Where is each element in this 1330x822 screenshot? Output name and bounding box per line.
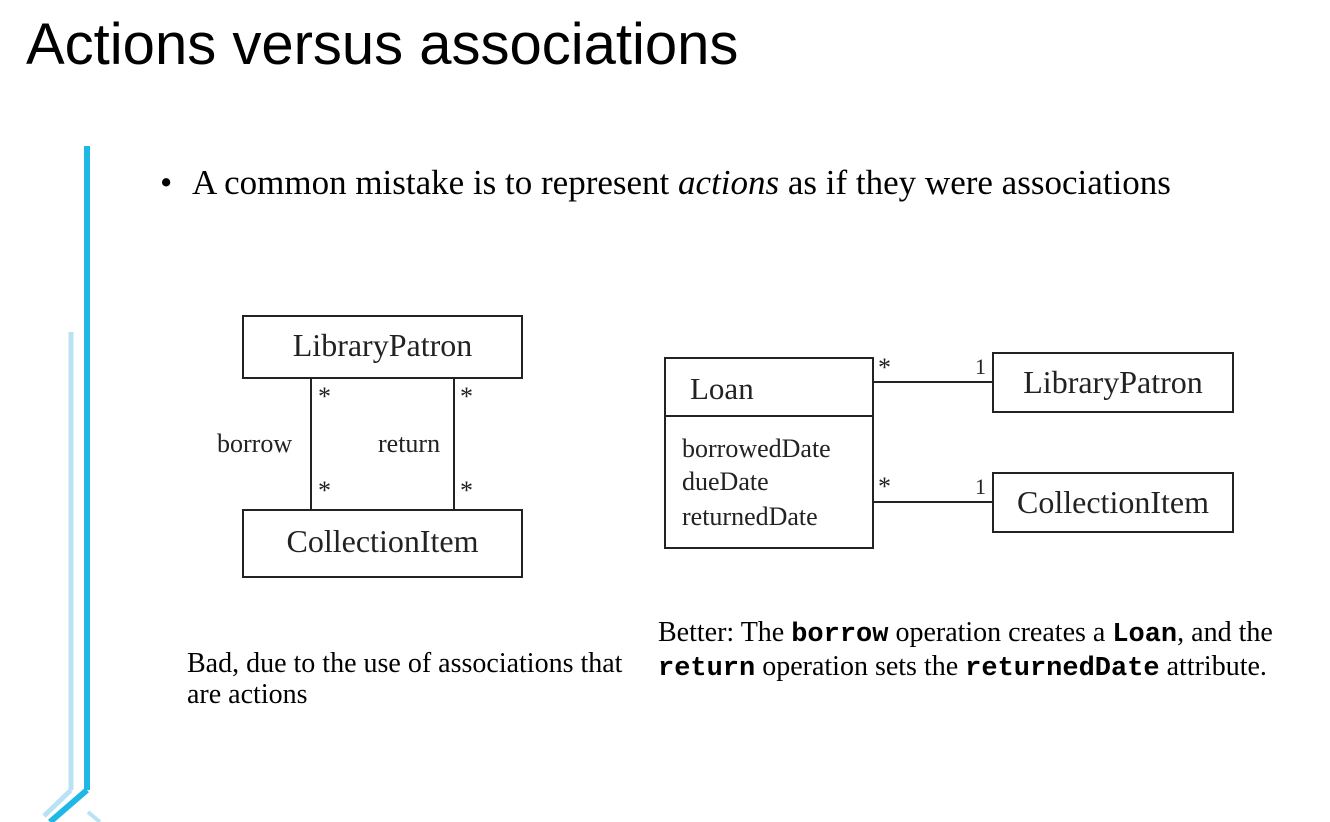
caption-text: Better: The [658, 617, 792, 648]
class-box-library-patron-good: LibraryPatron [992, 352, 1234, 413]
multiplicity: * [878, 353, 891, 382]
good-diagram-caption: Better: The borrow operation creates a L… [658, 617, 1318, 685]
attribute-returned-date: returnedDate [682, 502, 818, 531]
class-name: CollectionItem [1017, 484, 1209, 520]
caption-text: operation creates a [888, 617, 1113, 648]
caption-code-returned-date: returnedDate [965, 654, 1160, 684]
association-name-return: return [378, 429, 441, 458]
slide-accent-lines [42, 146, 102, 822]
class-box-library-patron-bad: LibraryPatron [242, 315, 523, 379]
caption-text: operation sets the [755, 651, 966, 682]
bullet-text-before: A common mistake is to represent [192, 163, 679, 202]
multiplicity: * [460, 476, 473, 505]
multiplicity: 1 [975, 474, 986, 499]
class-box-collection-item-bad: CollectionItem [242, 509, 523, 578]
multiplicity: * [318, 476, 331, 505]
caption-code-loan: Loan [1112, 620, 1178, 650]
caption-text: attribute. [1159, 651, 1267, 682]
association-name-borrow: borrow [217, 429, 293, 458]
multiplicity: * [460, 382, 473, 411]
class-name: CollectionItem [286, 523, 479, 559]
bullet-emphasis: actions [678, 163, 780, 202]
attribute-due-date: dueDate [682, 467, 769, 496]
class-name: LibraryPatron [1023, 364, 1203, 400]
bullet-text: A common mistake is to represent actions… [192, 160, 1262, 206]
bad-diagram-caption: Bad, due to the use of associations that… [187, 648, 623, 710]
class-compartment-divider [666, 415, 872, 417]
association-line-borrow [310, 379, 312, 510]
bullet-text-after: as if they were associations [779, 163, 1171, 202]
multiplicity: * [878, 472, 891, 501]
association-line-loan-item [874, 501, 992, 503]
class-box-collection-item-good: CollectionItem [992, 472, 1234, 533]
attribute-borrowed-date: borrowedDate [682, 434, 831, 463]
association-line-return [453, 379, 455, 510]
class-name: LibraryPatron [292, 327, 473, 363]
caption-text: , and the [1177, 617, 1273, 648]
slide-title: Actions versus associations [26, 12, 739, 77]
multiplicity: * [318, 382, 331, 411]
multiplicity: 1 [975, 354, 986, 379]
bullet-point: • A common mistake is to represent actio… [160, 160, 1262, 206]
caption-code-return: return [658, 654, 756, 684]
association-line-loan-patron [874, 381, 992, 383]
bullet-dot-icon: • [160, 163, 173, 202]
class-name: Loan [690, 371, 754, 406]
caption-code-borrow: borrow [791, 620, 889, 650]
class-box-loan: Loan borrowedDate dueDate returnedDate [664, 357, 874, 549]
